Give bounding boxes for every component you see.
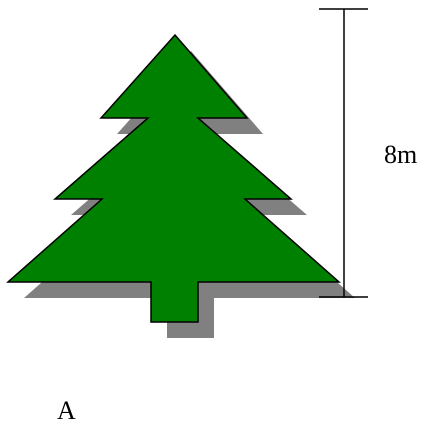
tree-icon <box>6 33 341 323</box>
figure-label: A <box>57 396 76 425</box>
height-label: 8m <box>384 140 418 169</box>
